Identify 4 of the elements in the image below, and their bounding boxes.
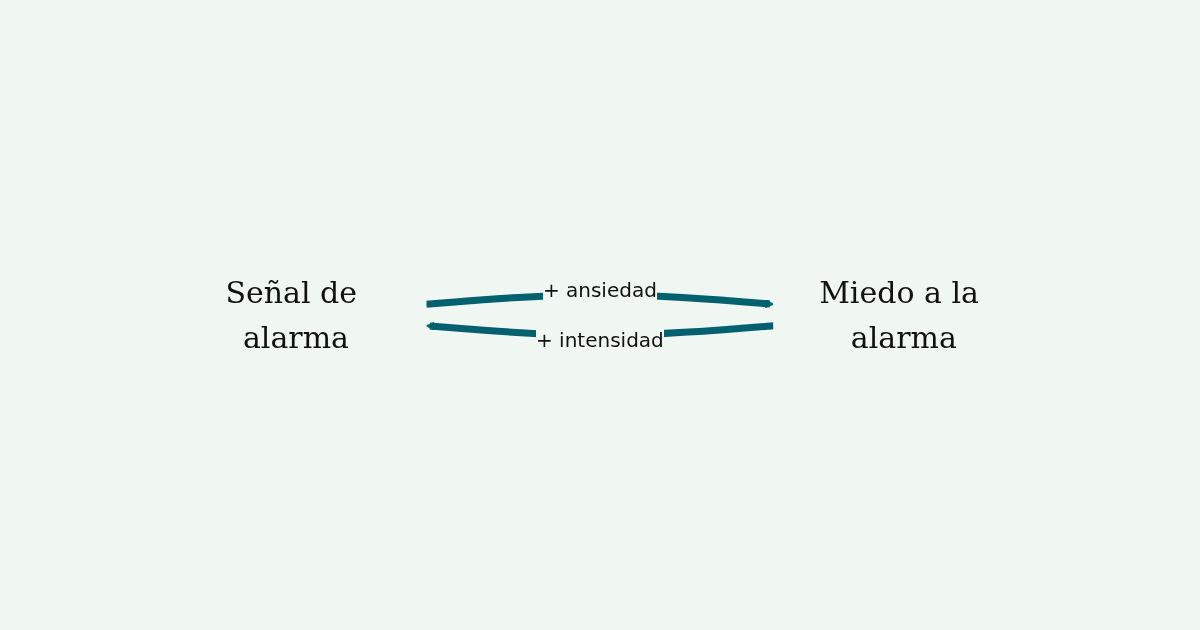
node-text: Miedo a la alarma <box>819 275 980 355</box>
edge-label: + intensidad <box>536 328 664 352</box>
node-text: Señal de alarma <box>225 275 358 355</box>
edge-label: + ansiedad <box>543 278 657 302</box>
